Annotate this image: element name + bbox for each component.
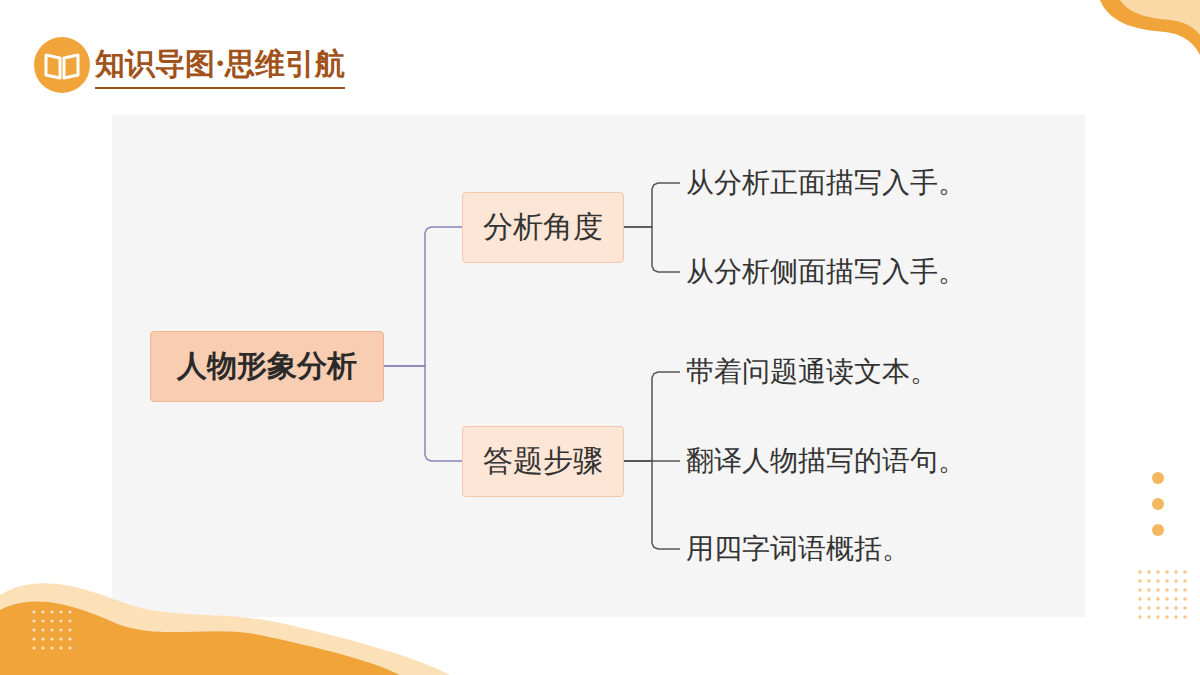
- branch-connector: [624, 372, 680, 461]
- leaf-topic: 从分析正面描写入手。: [680, 160, 972, 206]
- branch-connector: [624, 183, 680, 227]
- node-text: 带着问题通读文本。: [686, 353, 938, 391]
- book-icon: [46, 55, 78, 78]
- node-text: 答题步骤: [483, 441, 603, 482]
- node-text: 从分析正面描写入手。: [686, 164, 966, 202]
- node-text: 从分析侧面描写入手。: [686, 253, 966, 291]
- dot-grid: [1138, 570, 1187, 619]
- node-text: 人物形象分析: [177, 346, 357, 387]
- page-title: 知识导图·思维引航: [95, 44, 345, 89]
- title-icon: [34, 37, 90, 93]
- dot-grid: [32, 610, 71, 649]
- corner-blob: [1100, 0, 1200, 55]
- branch-connector: [384, 227, 462, 366]
- branch-box: 答题步骤: [462, 426, 624, 497]
- node-text: 用四字词语概括。: [686, 530, 910, 568]
- dot-column: [1152, 472, 1164, 536]
- leaf-topic: 翻译人物描写的语句。: [680, 438, 972, 484]
- branch-connector: [624, 227, 680, 272]
- corner-blob: [0, 602, 400, 675]
- node-text: 分析角度: [483, 207, 603, 248]
- leaf-topic: 用四字词语概括。: [680, 526, 916, 572]
- corner-blob: [0, 583, 450, 675]
- corner-blob: [1120, 0, 1200, 35]
- branch-box: 分析角度: [462, 192, 624, 263]
- panel: [112, 115, 1085, 617]
- root-topic: 人物形象分析: [150, 331, 384, 402]
- branch-connector: [384, 366, 462, 461]
- leaf-topic: 带着问题通读文本。: [680, 349, 944, 395]
- node-text: 翻译人物描写的语句。: [686, 442, 966, 480]
- leaf-topic: 从分析侧面描写入手。: [680, 249, 972, 295]
- branch-connector: [624, 461, 680, 549]
